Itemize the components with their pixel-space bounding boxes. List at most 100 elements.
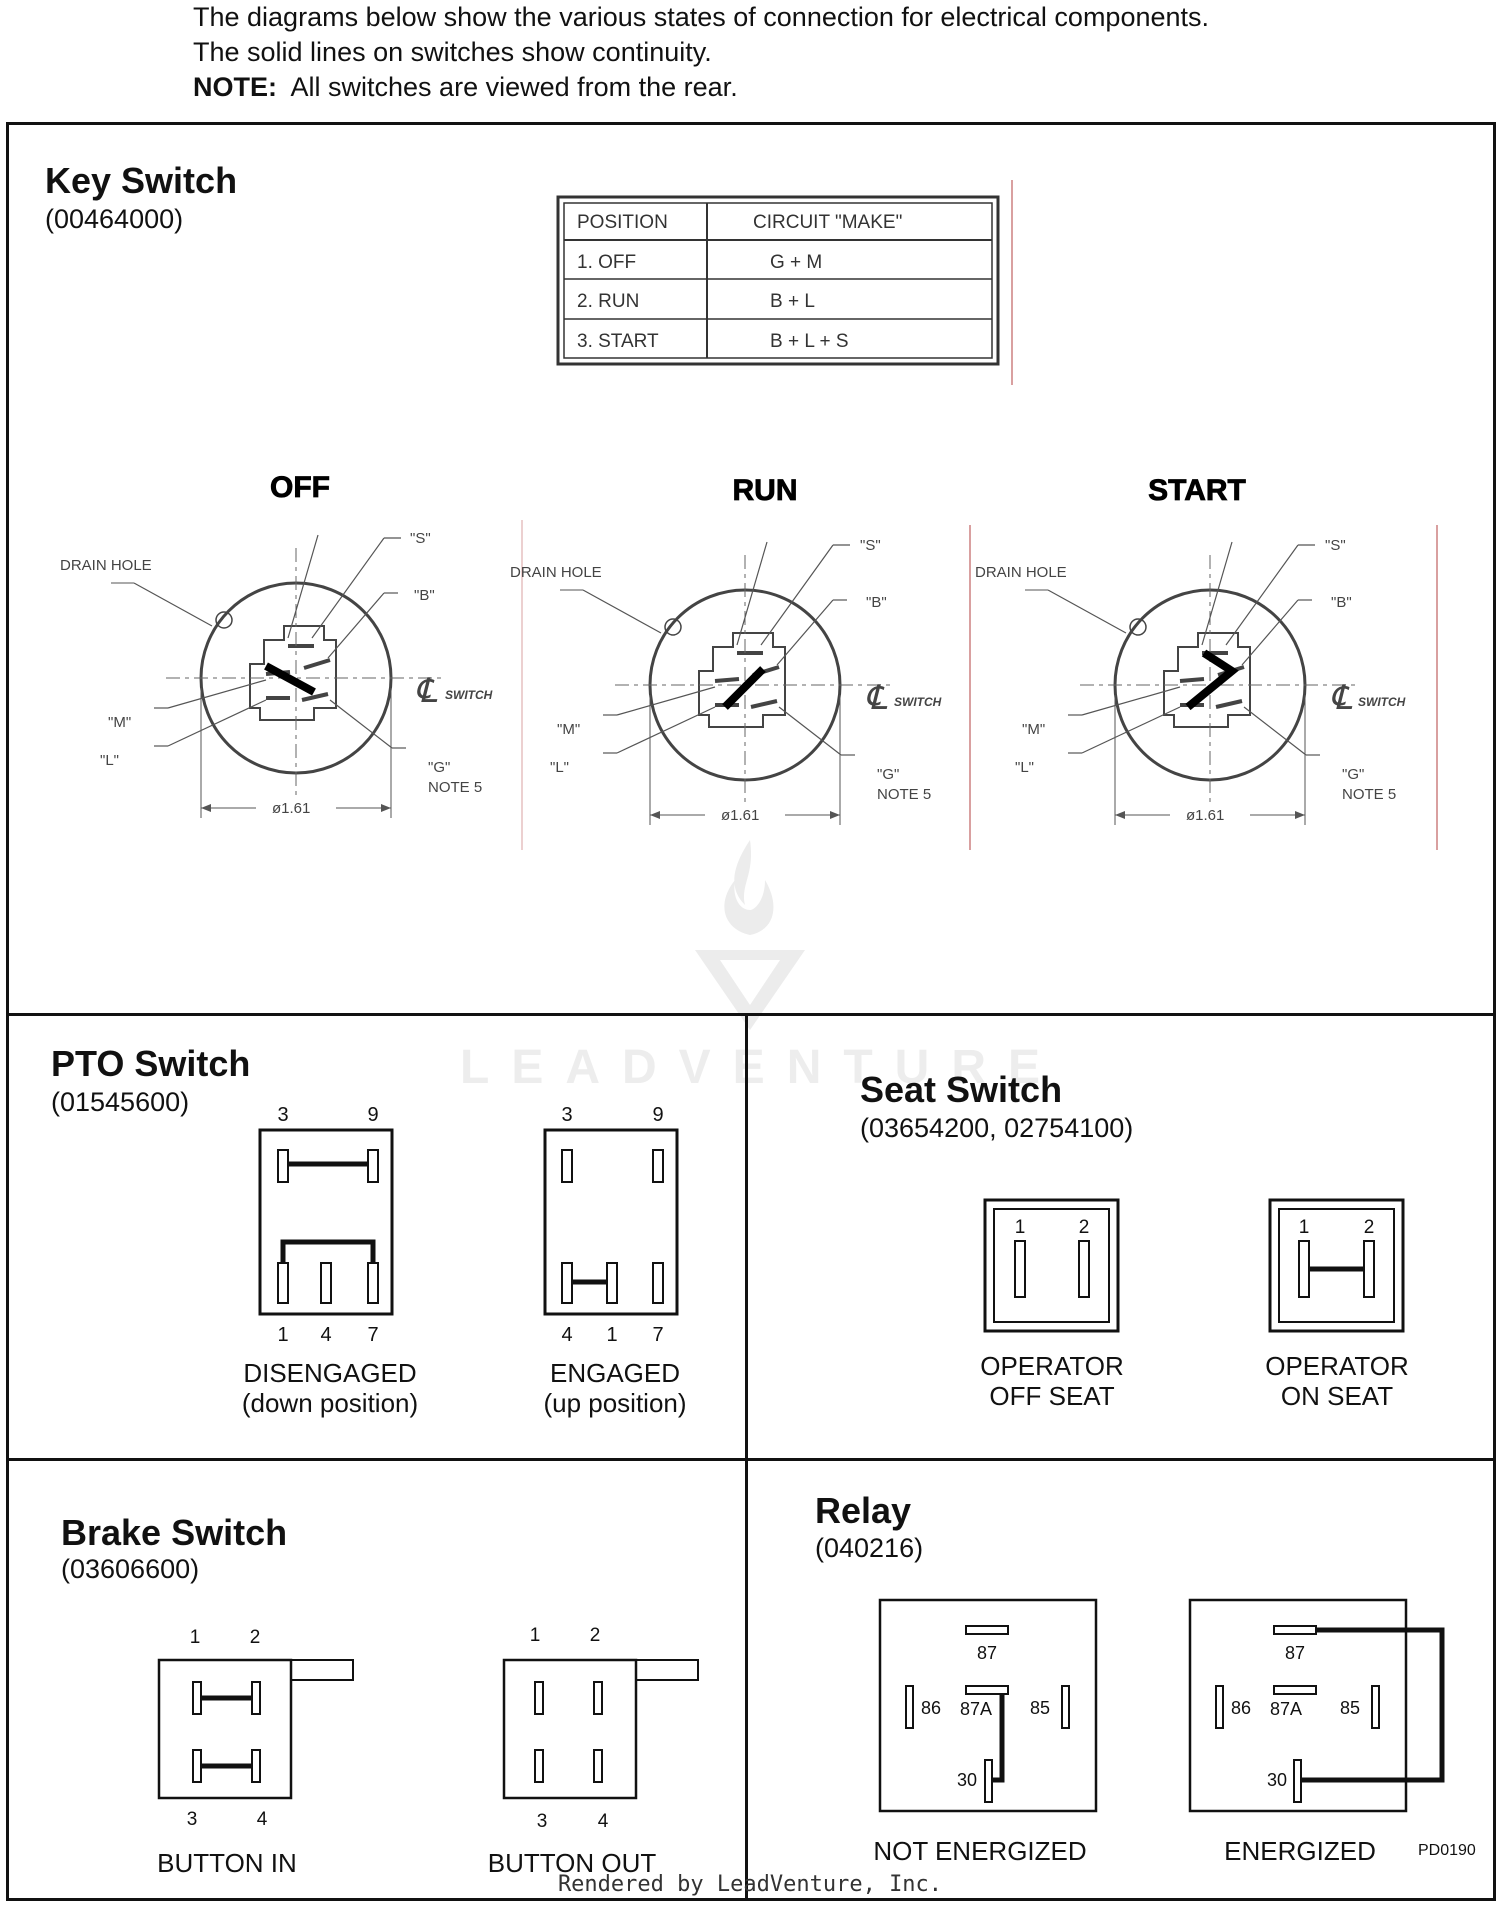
caption-line: (down position) [241, 1388, 419, 1418]
caption-line: OPERATOR [980, 1351, 1124, 1381]
table-cell: G + M [770, 252, 822, 273]
intro-line-2: The solid lines on switches show continu… [193, 37, 712, 67]
label-l: "L" [550, 759, 569, 776]
label-diameter: ø1.61 [721, 807, 759, 824]
caption-line: ENGAGED [549, 1358, 681, 1388]
pin-label: 85 [1030, 1698, 1050, 1718]
relay-not-energized-caption: NOT ENERGIZED [873, 1836, 1087, 1866]
note-line: NOTE: All switches are viewed from the r… [193, 72, 738, 102]
label-g: "G" [428, 759, 450, 776]
seat-on-caption: OPERATOR ON SEAT [1212, 1351, 1462, 1411]
label-switch: SWITCH [445, 688, 493, 702]
seat-switch-part: (03654200, 02754100) [860, 1113, 1134, 1143]
label-diameter: ø1.61 [272, 800, 310, 817]
seat-switch-title: Seat Switch [860, 1069, 1063, 1110]
pto-switch-diagrams: 3 9 1 4 7 3 9 [258, 1104, 679, 1346]
continuity-line [264, 662, 316, 696]
watermark-logo [695, 840, 805, 1030]
note-label: NOTE: [193, 72, 277, 102]
pin-label: 4 [257, 1809, 268, 1830]
pin-label: 1 [606, 1324, 617, 1346]
label-l: "L" [1015, 759, 1034, 776]
brake-switch-part: (03606600) [61, 1554, 200, 1584]
label-b: "B" [414, 587, 435, 604]
caption-line: DISENGAGED [243, 1358, 417, 1388]
caption-line: (up position) [543, 1388, 687, 1418]
continuity-line [1185, 649, 1239, 711]
brake-in-caption: BUTTON IN [157, 1848, 297, 1878]
view-state-label: START [1148, 474, 1246, 507]
pto-switch-title: PTO Switch [51, 1043, 251, 1084]
pin-label: 4 [561, 1324, 572, 1346]
key-switch-part: (00464000) [45, 204, 184, 234]
pin-label: 1 [1015, 1217, 1026, 1238]
relay-title: Relay [815, 1490, 912, 1531]
caption-line: OFF SEAT [989, 1381, 1115, 1411]
footer-credit: Rendered by LeadVenture, Inc. [557, 1872, 943, 1897]
centerline-symbol: ℄ [1330, 679, 1353, 717]
pin-label: 2 [590, 1625, 601, 1646]
label-note: NOTE 5 [428, 779, 482, 796]
label-g: "G" [1342, 766, 1364, 783]
label-b: "B" [1331, 594, 1352, 611]
note-text: All switches are viewed from the rear. [290, 72, 738, 102]
seat-off-diagram: 1 2 [983, 1198, 1120, 1333]
relay-diagrams: 87 86 87A 85 30 87 86 87A 85 [878, 1598, 1445, 1813]
pin-label: 2 [1079, 1217, 1090, 1238]
intro-line-1: The diagrams below show the various stat… [193, 2, 1210, 32]
table-cell: 3. START [577, 331, 659, 352]
label-b: "B" [866, 594, 887, 611]
pin-label: 3 [187, 1809, 198, 1830]
centerline-symbol: ℄ [415, 672, 438, 710]
label-s: "S" [860, 537, 881, 554]
label-m: "M" [557, 721, 580, 738]
table-cell: 1. OFF [577, 252, 636, 273]
table-inner-border [563, 202, 993, 359]
continuity-line [722, 666, 766, 710]
seat-off-caption: OPERATOR OFF SEAT [927, 1351, 1177, 1411]
caption-line: OPERATOR [1265, 1351, 1409, 1381]
label-note: NOTE 5 [877, 786, 931, 803]
pto-engaged-diagram: 3 9 4 1 7 [543, 1104, 679, 1346]
pto-switch-part: (01545600) [51, 1087, 190, 1117]
relay-panel [745, 1458, 1496, 1901]
label-diameter: ø1.61 [1186, 807, 1224, 824]
seat-switch-diagrams: 1 2 1 2 [983, 1198, 1405, 1333]
label-drain-hole: DRAIN HOLE [510, 564, 602, 581]
centerline-symbol: ℄ [865, 679, 888, 717]
pin-label: 86 [1231, 1698, 1251, 1718]
label-m: "M" [1022, 721, 1045, 738]
pin-label: 3 [277, 1104, 288, 1126]
label-s: "S" [1325, 537, 1346, 554]
relay-part: (040216) [815, 1533, 924, 1563]
pin-label: 7 [652, 1324, 663, 1346]
pin-label: 86 [921, 1698, 941, 1718]
pin-label: 2 [250, 1627, 261, 1648]
pin-label: 85 [1340, 1698, 1360, 1718]
label-switch: SWITCH [894, 695, 942, 709]
pin-label: 9 [367, 1104, 378, 1126]
pin-label: 87A [1270, 1699, 1302, 1719]
pto-disengaged-diagram: 3 9 1 4 7 [258, 1104, 394, 1346]
brake-out-caption: BUTTON OUT [487, 1848, 657, 1878]
pin-label: 3 [561, 1104, 572, 1126]
table-header-circuit: CIRCUIT "MAKE" [753, 212, 902, 233]
label-note: NOTE 5 [1342, 786, 1396, 803]
pin-label: 1 [530, 1625, 541, 1646]
key-switch-table: POSITION CIRCUIT "MAKE" 1. OFF G + M 2. … [556, 180, 1013, 385]
key-view-start: START DRAIN HOLE "S" "B" "M" "L" "G" NOT… [975, 474, 1438, 850]
table-header-position: POSITION [577, 212, 668, 233]
label-drain-hole: DRAIN HOLE [975, 564, 1067, 581]
table-cell: 2. RUN [577, 291, 639, 312]
pin-label: 7 [367, 1324, 378, 1346]
relay-energized-diagram: 87 86 87A 85 30 [1188, 1598, 1445, 1813]
pin-label: 3 [537, 1811, 548, 1832]
pin-label: 87 [977, 1643, 997, 1663]
pin-label: 30 [1267, 1770, 1287, 1790]
caption-line: ON SEAT [1280, 1381, 1394, 1411]
brake-out-diagram: 1 2 3 4 [502, 1625, 699, 1832]
pin-label: 9 [652, 1104, 663, 1126]
pto-engaged-caption: ENGAGED (up position) [490, 1358, 740, 1418]
pin-label: 4 [598, 1811, 609, 1832]
label-s: "S" [410, 530, 431, 547]
